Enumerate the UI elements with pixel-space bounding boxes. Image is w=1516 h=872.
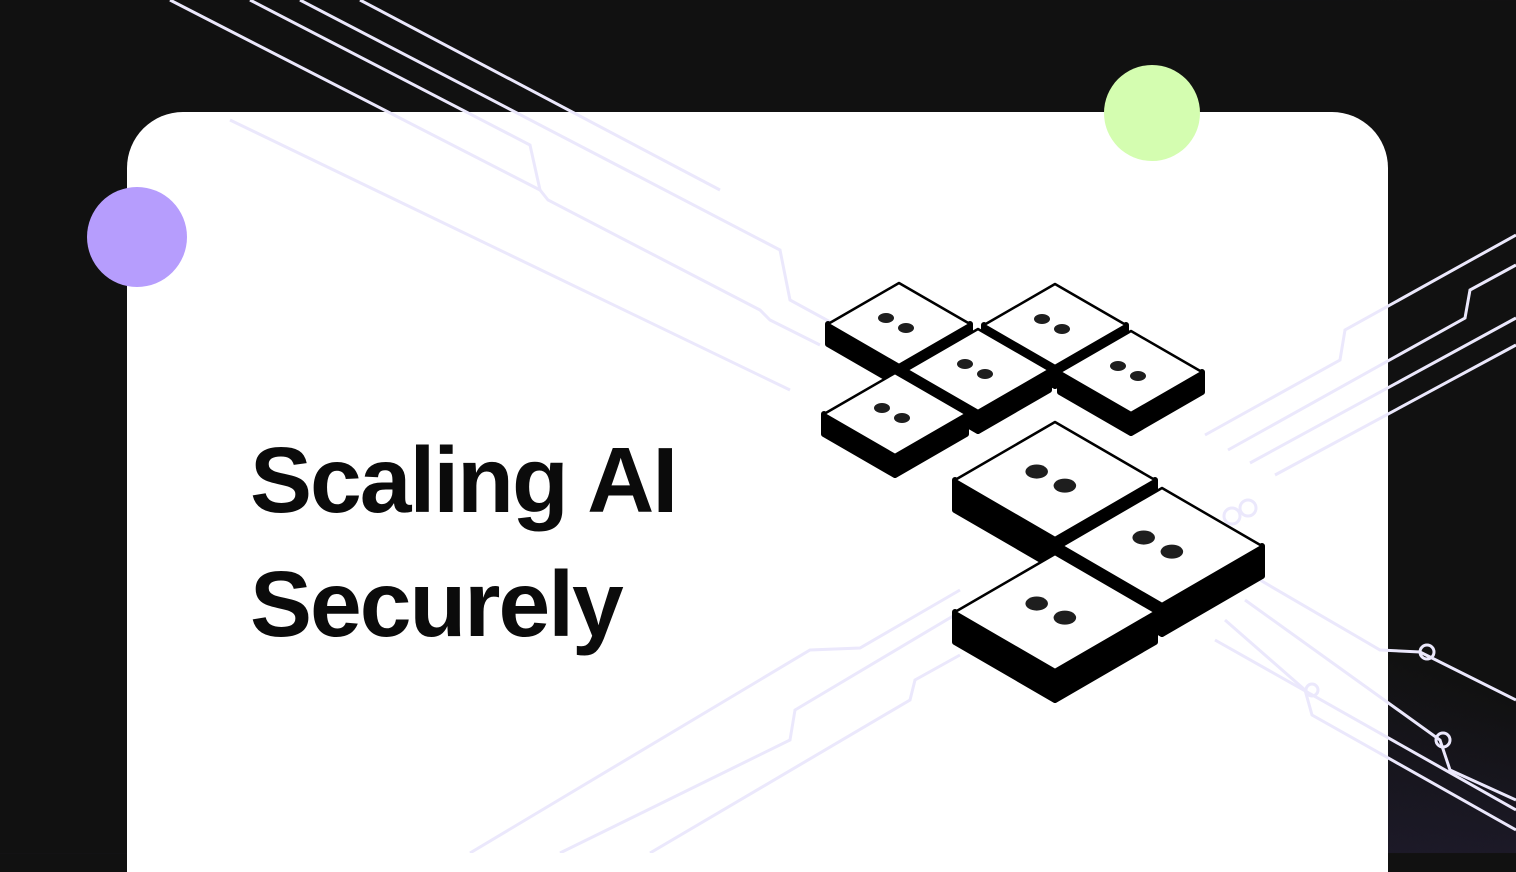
tile-eye-icon (1132, 530, 1155, 545)
tile-5 (821, 371, 969, 478)
tile-eye-icon (1130, 371, 1146, 381)
isometric-tiles-illustration (821, 281, 1265, 703)
tile-eye-icon (1025, 596, 1048, 611)
tile-eye-icon (1110, 361, 1126, 371)
tile-eye-icon (1025, 464, 1048, 479)
tile-eye-icon (957, 359, 973, 369)
decorative-purple-circle (87, 187, 187, 287)
headline-line-1: Scaling AI (250, 428, 678, 532)
tile-eye-icon (898, 323, 914, 333)
headline: Scaling AI Securely (250, 418, 678, 666)
tile-eye-icon (977, 369, 993, 379)
tile-eye-icon (874, 403, 890, 413)
decorative-green-circle (1104, 65, 1200, 161)
tile-eye-icon (1034, 314, 1050, 324)
tile-eye-icon (1054, 324, 1070, 334)
tile-eye-icon (1053, 478, 1077, 493)
headline-line-2: Securely (250, 552, 624, 656)
tile-eye-icon (1053, 610, 1077, 625)
tile-8 (952, 552, 1158, 703)
tile-eye-icon (894, 413, 910, 423)
tile-eye-icon (878, 313, 894, 323)
tile-4 (1057, 329, 1205, 436)
circuit-lines (169, 0, 1516, 853)
tile-3 (904, 327, 1052, 434)
tile-eye-icon (1160, 544, 1184, 559)
